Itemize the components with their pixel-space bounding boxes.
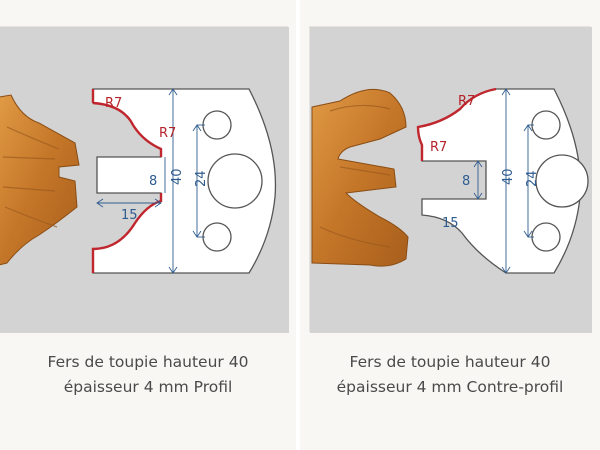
product-card-contre-profil[interactable]: R7 R7 40 24 8 15 Fers de toupie hauteur … [300,0,600,450]
label-spacing: 24 [194,170,209,187]
label-width: 15 [442,216,459,231]
knife-diagram-contre-profil: R7 R7 40 24 8 15 [310,27,592,333]
caption-line-1: Fers de toupie hauteur 40 [349,353,551,371]
product-card-profil[interactable]: R7 R7 40 24 8 15 Fers de toupie hauteur … [0,0,296,450]
wood-moulding-profil [0,94,80,266]
dimension-lines [473,88,534,274]
mounting-hole-center [535,154,589,208]
label-depth: 8 [149,174,157,189]
wood-moulding-contre-profil [311,88,409,267]
label-height: 40 [170,168,185,185]
caption-line-2: épaisseur 4 mm Profil [63,378,233,396]
caption-line-1: Fers de toupie hauteur 40 [47,353,249,371]
label-spacing: 24 [525,170,540,187]
dimension-lines [96,88,205,274]
product-caption-contre-profil[interactable]: Fers de toupie hauteur 40 épaisseur 4 mm… [300,350,600,400]
label-radius-mid: R7 [159,126,176,141]
product-image-profil[interactable]: R7 R7 40 24 8 15 [0,26,289,333]
label-radius-top: R7 [105,96,122,111]
label-width: 15 [121,208,138,223]
product-image-contre-profil[interactable]: R7 R7 40 24 8 15 [309,26,592,333]
knife-diagram-profil: R7 R7 40 24 8 15 [0,27,289,333]
cutting-profile-edge [416,87,497,161]
mounting-hole-top [531,110,561,140]
mounting-hole-bottom [531,222,561,252]
label-height: 40 [501,168,516,185]
mounting-hole-top [202,110,232,140]
label-radius-mid: R7 [430,140,447,155]
mounting-hole-bottom [202,222,232,252]
caption-line-2: épaisseur 4 mm Contre-profil [336,378,564,396]
product-caption-profil[interactable]: Fers de toupie hauteur 40 épaisseur 4 mm… [0,350,296,400]
mounting-hole-center [207,153,263,209]
label-depth: 8 [462,174,470,189]
label-radius-top: R7 [458,94,475,109]
